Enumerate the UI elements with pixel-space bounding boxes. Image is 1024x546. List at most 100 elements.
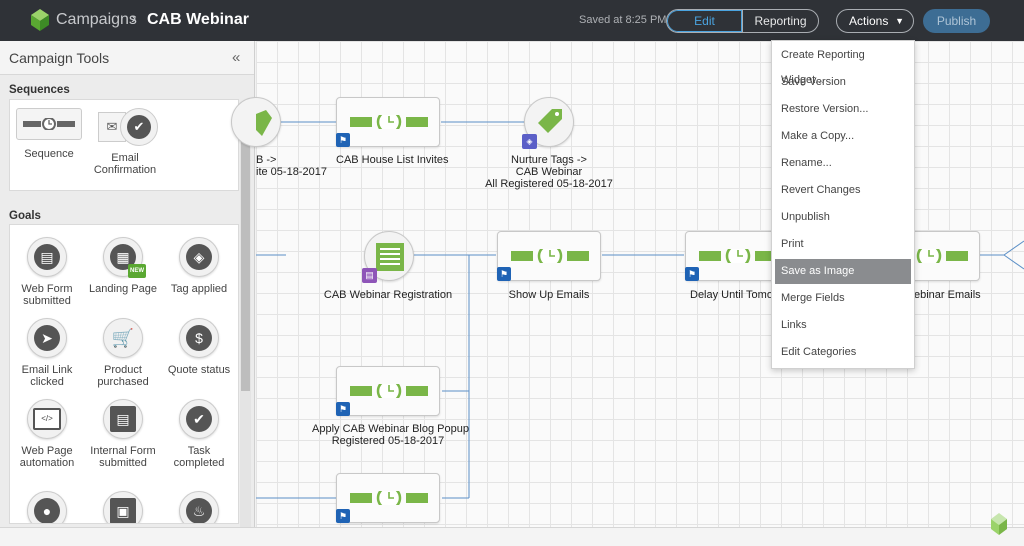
app-logo-icon [31, 9, 49, 31]
tool-sequence[interactable]: Sequence [14, 108, 84, 160]
tool-label: Landing Page [89, 283, 157, 295]
sequence-timer-icon [511, 249, 589, 263]
sequence-timer-icon [699, 249, 777, 263]
menu-item-create-reporting-widget[interactable]: Create Reporting Widget... [781, 49, 865, 86]
cursor-icon: ➤ [27, 318, 67, 358]
landing-page-icon: ▦NEW [103, 237, 146, 278]
goal-email-link-clicked[interactable]: ➤ Email Link clicked [12, 318, 82, 388]
menu-item-print[interactable]: Print [781, 238, 804, 250]
panel-title: Campaign Tools [9, 50, 110, 66]
web-form-icon [376, 243, 404, 271]
breadcrumb-separator: › [131, 10, 137, 27]
app-header: Campaigns › CAB Webinar Saved at 8:25 PM… [0, 0, 1024, 41]
dollar-icon: $ [179, 318, 219, 358]
new-badge: NEW [128, 264, 146, 278]
tool-label: Internal Form submitted [90, 445, 156, 469]
campaign-tools-panel: Campaign Tools « Sequences Sequence ✉ ✔ [0, 41, 255, 546]
sequence-node[interactable]: ⚑ [336, 366, 440, 416]
sequences-section: Sequence ✉ ✔ Email Confirmation [9, 99, 239, 191]
tab-reporting[interactable]: Reporting [742, 10, 818, 32]
menu-item-unpublish[interactable]: Unpublish [781, 211, 830, 223]
tool-label: Quote status [167, 364, 231, 376]
panel-header: Campaign Tools « [0, 41, 254, 75]
menu-item-links[interactable]: Links [781, 319, 807, 331]
actions-menu: Create Reporting Widget... Save Version … [771, 40, 915, 369]
goal-product-purchased[interactable]: 🛒 Product purchased [88, 318, 158, 388]
goal-landing-page[interactable]: ▦NEW Landing Page [88, 237, 158, 295]
goals-section: ▤ Web Form submitted ▦NEW Landing Page ◈… [9, 224, 239, 524]
sequence-timer-icon [350, 491, 428, 505]
tool-label: Product purchased [97, 364, 149, 388]
sequence-node[interactable]: ⚑ [336, 97, 440, 147]
tool-label: Email Confirmation [93, 152, 157, 176]
page-title: CAB Webinar [147, 11, 249, 28]
tool-label: Web Page automation [19, 445, 75, 469]
tool-label: Sequence [24, 148, 74, 160]
goals-section-title: Goals [9, 210, 41, 222]
node-label: Show Up Emails [508, 289, 590, 301]
breadcrumb-campaigns-link[interactable]: Campaigns [56, 11, 137, 28]
flag-icon: ⚑ [685, 267, 699, 281]
menu-item-merge-fields[interactable]: Merge Fields [781, 292, 845, 304]
mode-toggle: Edit Reporting [666, 9, 819, 33]
scrollbar-thumb[interactable] [241, 129, 250, 391]
actions-label: Actions [849, 14, 889, 28]
tab-edit[interactable]: Edit [667, 10, 742, 32]
node-label: CAB House List Invites [336, 154, 449, 166]
email-confirmation-icon: ✉ ✔ [92, 108, 158, 146]
sequence-timer-icon [350, 115, 428, 129]
code-icon: </> [27, 399, 67, 439]
menu-item-edit-categories[interactable]: Edit Categories [781, 346, 857, 358]
cart-icon: 🛒 [103, 318, 143, 358]
tool-email-confirmation[interactable]: ✉ ✔ Email Confirmation [88, 108, 162, 176]
tag-goal-node[interactable]: ◈ [522, 97, 574, 149]
menu-item-save-as-image[interactable]: Save as Image [775, 259, 911, 284]
node-label: B ->ite 05-18-2017 [256, 154, 327, 178]
menu-item-restore-version[interactable]: Restore Version... [781, 103, 869, 115]
corner-logo-icon [991, 513, 1007, 535]
check-icon: ✔ [179, 399, 219, 439]
form-badge-icon: ▤ [362, 268, 377, 283]
menu-item-rename[interactable]: Rename... [781, 157, 832, 169]
tag-goal-node-partial[interactable] [231, 97, 281, 147]
publish-button[interactable]: Publish [923, 9, 990, 33]
tool-label: Tag applied [170, 283, 228, 295]
chevron-down-icon: ▼ [895, 16, 904, 26]
menu-item-make-a-copy[interactable]: Make a Copy... [781, 130, 855, 142]
goal-task-completed[interactable]: ✔ Task completed [164, 399, 234, 469]
goal-quote-status[interactable]: $ Quote status [164, 318, 234, 376]
sequence-node[interactable]: ⚑ [497, 231, 601, 281]
tool-label: Task completed [173, 445, 225, 469]
node-label: ebinar Emails [914, 289, 981, 301]
goal-person[interactable]: ● [12, 491, 82, 523]
actions-button[interactable]: Actions ▼ [836, 9, 914, 33]
contact-card-icon: ▣ [103, 491, 143, 523]
flame-icon: ♨ [179, 491, 219, 523]
goal-contact-card[interactable]: ▣ [88, 491, 158, 523]
tag-badge-icon: ◈ [522, 134, 537, 149]
goal-flame[interactable]: ♨ [164, 491, 234, 523]
flag-icon: ⚑ [336, 402, 350, 416]
tag-icon: ◈ [179, 237, 219, 277]
tool-label: Web Form submitted [21, 283, 73, 307]
web-form-goal-node[interactable]: ▤ [362, 231, 414, 283]
panel-scrollbar[interactable]: ▼ [240, 129, 251, 546]
sequence-tool-icon [16, 108, 82, 140]
sequences-section-title: Sequences [9, 84, 70, 96]
goal-internal-form-submitted[interactable]: ▤ Internal Form submitted [88, 399, 158, 469]
menu-item-revert-changes[interactable]: Revert Changes [781, 184, 861, 196]
goal-tag-applied[interactable]: ◈ Tag applied [164, 237, 234, 295]
node-label: CAB Webinar Registration [323, 289, 453, 301]
menu-item-save-version[interactable]: Save Version [781, 76, 846, 88]
flag-icon: ⚑ [497, 267, 511, 281]
goal-web-form-submitted[interactable]: ▤ Web Form submitted [12, 237, 82, 307]
bottom-bar [0, 527, 1024, 546]
collapse-panel-icon[interactable]: « [232, 49, 241, 66]
flag-icon: ⚑ [336, 133, 350, 147]
tool-label: Email Link clicked [21, 364, 73, 388]
sequence-node[interactable]: ⚑ [336, 473, 440, 523]
goal-web-page-automation[interactable]: </> Web Page automation [12, 399, 82, 469]
form-icon: ▤ [103, 399, 143, 439]
